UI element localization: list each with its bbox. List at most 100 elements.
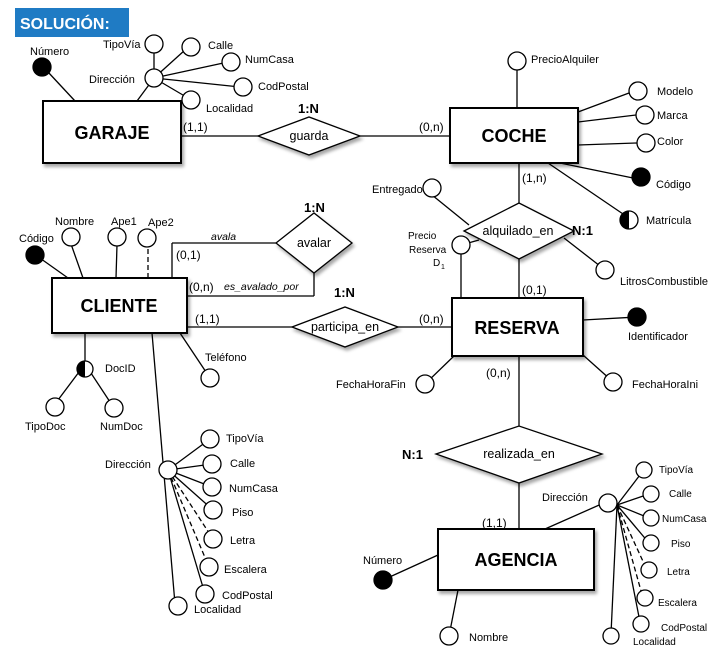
cliente-attributes: Código Nombre Ape1 Ape2 DocID TipoDoc Nu… xyxy=(19,216,279,616)
card-coche-alquilado: (1,n) xyxy=(522,171,547,185)
optional-attribute-circle xyxy=(640,561,658,579)
attr-garaje-codpostal: CodPostal xyxy=(258,81,309,93)
attr-garaje-tipovia: TipoVía xyxy=(103,39,141,51)
attr-garaje-numcasa: NumCasa xyxy=(245,54,295,66)
attr-alquilado-reserva: Reserva xyxy=(409,245,447,256)
cardinality-labels: (1,1) (0,n) (1,n) (0,1) (0,1) (0,n) (1,1… xyxy=(176,120,547,530)
attribute-circle xyxy=(636,133,656,153)
alquilado-en-attributes: Entregado Precio Reserva D 1 LitrosCombu… xyxy=(372,178,708,288)
relationship-avalar-label: avalar xyxy=(297,236,331,250)
attr-coche-modelo: Modelo xyxy=(657,86,693,98)
attr-alquilado-d1-sub: 1 xyxy=(441,264,445,271)
attr-agencia-piso: Piso xyxy=(671,539,691,550)
attr-agencia-calle: Calle xyxy=(669,489,692,500)
key-attribute-circle xyxy=(373,570,393,590)
attr-cliente-escalera: Escalera xyxy=(224,564,268,576)
ratio-alquilado-en: N:1 xyxy=(572,223,593,238)
card-reserva-alquilado: (0,1) xyxy=(522,283,547,297)
attribute-circle xyxy=(61,227,81,247)
attr-agencia-letra: Letra xyxy=(667,567,690,578)
attribute-circle xyxy=(635,105,655,125)
attr-cliente-direccion: Dirección xyxy=(105,459,151,471)
entity-agencia: AGENCIA xyxy=(437,528,595,591)
card-agencia-realizada: (1,1) xyxy=(482,516,507,530)
entity-agencia-label: AGENCIA xyxy=(474,550,557,570)
attr-coche-precioalquiler: PrecioAlquiler xyxy=(531,54,599,66)
relationship-participa-en-label: participa_en xyxy=(311,320,379,334)
card-reserva-realizada: (0,n) xyxy=(486,366,511,380)
attribute-circle xyxy=(603,372,623,392)
attr-reserva-identificador: Identificador xyxy=(628,331,688,343)
attr-agencia-escalera: Escalera xyxy=(658,598,697,609)
attribute-circle xyxy=(451,235,471,255)
attr-cliente-piso: Piso xyxy=(232,507,253,519)
card-avala: (0,1) xyxy=(176,248,201,262)
attr-alquilado-entregado: Entregado xyxy=(372,184,423,196)
optional-attribute-circle xyxy=(203,529,223,549)
optional-attribute-circle xyxy=(636,589,654,607)
relationship-guarda-label: guarda xyxy=(290,129,329,143)
attr-coche-codigo: Código xyxy=(656,179,691,191)
attr-cliente-codpostal: CodPostal xyxy=(222,590,273,602)
attribute-circle xyxy=(45,397,65,417)
attribute-circle xyxy=(144,34,164,54)
connector-lines xyxy=(36,45,650,637)
title-banner xyxy=(15,8,129,37)
ratio-avalar: 1:N xyxy=(304,200,325,215)
attr-agencia-numcasa: NumCasa xyxy=(662,514,707,525)
role-es-avalado-por: es_avalado_por xyxy=(224,281,299,293)
optional-attribute-circle xyxy=(137,228,157,248)
relationship-guarda: guarda xyxy=(256,116,362,156)
relationship-alquilado-en: alquilado_en xyxy=(462,202,576,260)
entity-garaje-label: GARAJE xyxy=(74,123,149,143)
page-title: SOLUCIÓN: xyxy=(20,14,110,33)
relationship-realizada-en-label: realizada_en xyxy=(483,447,555,461)
attr-reserva-fechahorafin: FechaHoraFin xyxy=(336,379,406,391)
reserva-attributes: Identificador FechaHoraFin FechaHoraIni xyxy=(336,307,698,394)
attribute-circle xyxy=(181,37,201,57)
entity-cliente-label: CLIENTE xyxy=(80,296,157,316)
attr-agencia-codpostal: CodPostal xyxy=(661,623,707,634)
attr-coche-matricula: Matrícula xyxy=(646,215,692,227)
attribute-circle xyxy=(168,596,188,616)
ratio-guarda: 1:N xyxy=(298,101,319,116)
attribute-circle xyxy=(195,584,215,604)
attr-cliente-calle: Calle xyxy=(230,458,255,470)
attr-agencia-numero: Número xyxy=(363,555,402,567)
ratio-participa-en: 1:N xyxy=(334,285,355,300)
alternate-key-circle xyxy=(619,210,639,230)
card-es-avalado-por: (0,n) xyxy=(189,280,214,294)
composite-attribute-circle xyxy=(598,493,618,513)
key-attribute-circle xyxy=(25,245,45,265)
role-avala: avala xyxy=(211,231,236,243)
attribute-circle xyxy=(422,178,442,198)
attr-coche-marca: Marca xyxy=(657,110,688,122)
attribute-circle xyxy=(642,534,660,552)
attribute-circle xyxy=(107,227,127,247)
key-attribute-circle xyxy=(627,307,647,327)
attr-garaje-direccion: Dirección xyxy=(89,74,135,86)
key-attribute-circle xyxy=(631,167,651,187)
card-cliente-participa: (1,1) xyxy=(195,312,220,326)
attribute-circle xyxy=(595,260,615,280)
attribute-circle xyxy=(628,81,648,101)
attribute-circle xyxy=(200,368,220,388)
attr-agencia-tipovia: TipoVía xyxy=(659,465,694,476)
attr-cliente-letra: Letra xyxy=(230,535,256,547)
attribute-circle xyxy=(642,509,660,527)
attribute-circle xyxy=(602,627,620,645)
attr-cliente-localidad: Localidad xyxy=(194,604,241,616)
coche-attributes: PrecioAlquiler Modelo Marca Color Código… xyxy=(507,51,693,230)
attr-cliente-numdoc: NumDoc xyxy=(100,421,143,433)
attr-cliente-ape1: Ape1 xyxy=(111,216,137,228)
attr-alquilado-precio: Precio xyxy=(408,231,437,242)
attr-agencia-localidad: Localidad xyxy=(633,637,676,648)
attribute-circle xyxy=(632,615,650,633)
attr-garaje-calle: Calle xyxy=(208,40,233,52)
attr-cliente-tipovia: TipoVía xyxy=(226,433,264,445)
attribute-circle xyxy=(181,90,201,110)
card-reserva-participa: (0,n) xyxy=(419,312,444,326)
composite-attribute-circle xyxy=(158,460,178,480)
key-attribute-circle xyxy=(32,57,52,77)
